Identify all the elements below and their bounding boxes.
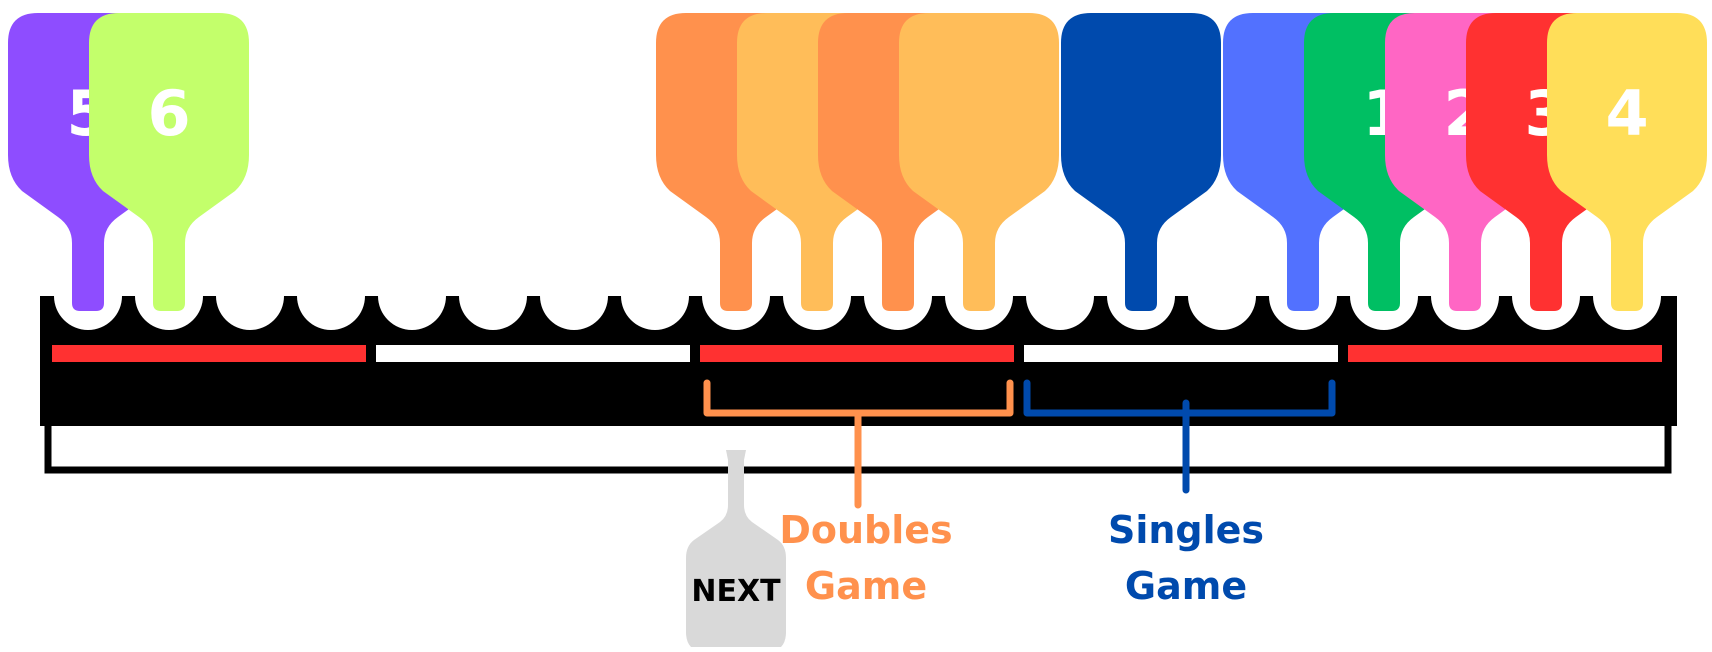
rack-slot: [1593, 296, 1661, 330]
rack-slot: [54, 296, 122, 330]
rack-slot: [540, 296, 608, 330]
singles-label-line2: Game: [1125, 564, 1247, 608]
rack-slot: [1107, 296, 1175, 330]
rack-slot: [297, 296, 365, 330]
doubles-label-line1: Doubles: [779, 508, 952, 552]
next-paddle-shape: [686, 450, 786, 652]
paddle-shape: [1547, 13, 1707, 311]
doubles-bracket: [703, 379, 1014, 509]
rack-slot: [1026, 296, 1094, 330]
paddle-number: 4: [1605, 77, 1648, 150]
rack-slot: [621, 296, 689, 330]
rack-slot: [1188, 296, 1256, 330]
court-strip: [52, 345, 366, 362]
paddle-shape: [1061, 13, 1221, 311]
rack-slot: [783, 296, 851, 330]
paddle: 6: [89, 13, 249, 311]
rack-slot: [378, 296, 446, 330]
court-strip: [376, 345, 690, 362]
rack-slot: [1269, 296, 1337, 330]
rack-slot: [459, 296, 527, 330]
rack-slot: [864, 296, 932, 330]
court-strips: [52, 345, 1662, 362]
paddle: [1061, 13, 1221, 311]
rack-slot: [1512, 296, 1580, 330]
paddle: [899, 13, 1059, 311]
rack-slot: [1350, 296, 1418, 330]
rack-slot: [216, 296, 284, 330]
court-strip: [1348, 345, 1662, 362]
rack-slot: [135, 296, 203, 330]
rack-slot: [1431, 296, 1499, 330]
paddle-shape: [899, 13, 1059, 311]
rack-slots: [54, 296, 1661, 330]
singles-bracket: [1023, 379, 1336, 494]
paddle-rack: [40, 296, 1677, 474]
court-strip: [1024, 345, 1338, 362]
next-paddle-label: NEXT: [691, 574, 781, 609]
court-strip: [700, 345, 1014, 362]
doubles-label-line2: Game: [805, 564, 927, 608]
rack-slot: [702, 296, 770, 330]
next-paddle: NEXT: [686, 450, 786, 652]
rack-slot: [945, 296, 1013, 330]
paddle: 4: [1547, 13, 1707, 311]
paddle-number: 6: [147, 77, 190, 150]
paddle-shape: [89, 13, 249, 311]
singles-label-line1: Singles: [1108, 508, 1264, 552]
